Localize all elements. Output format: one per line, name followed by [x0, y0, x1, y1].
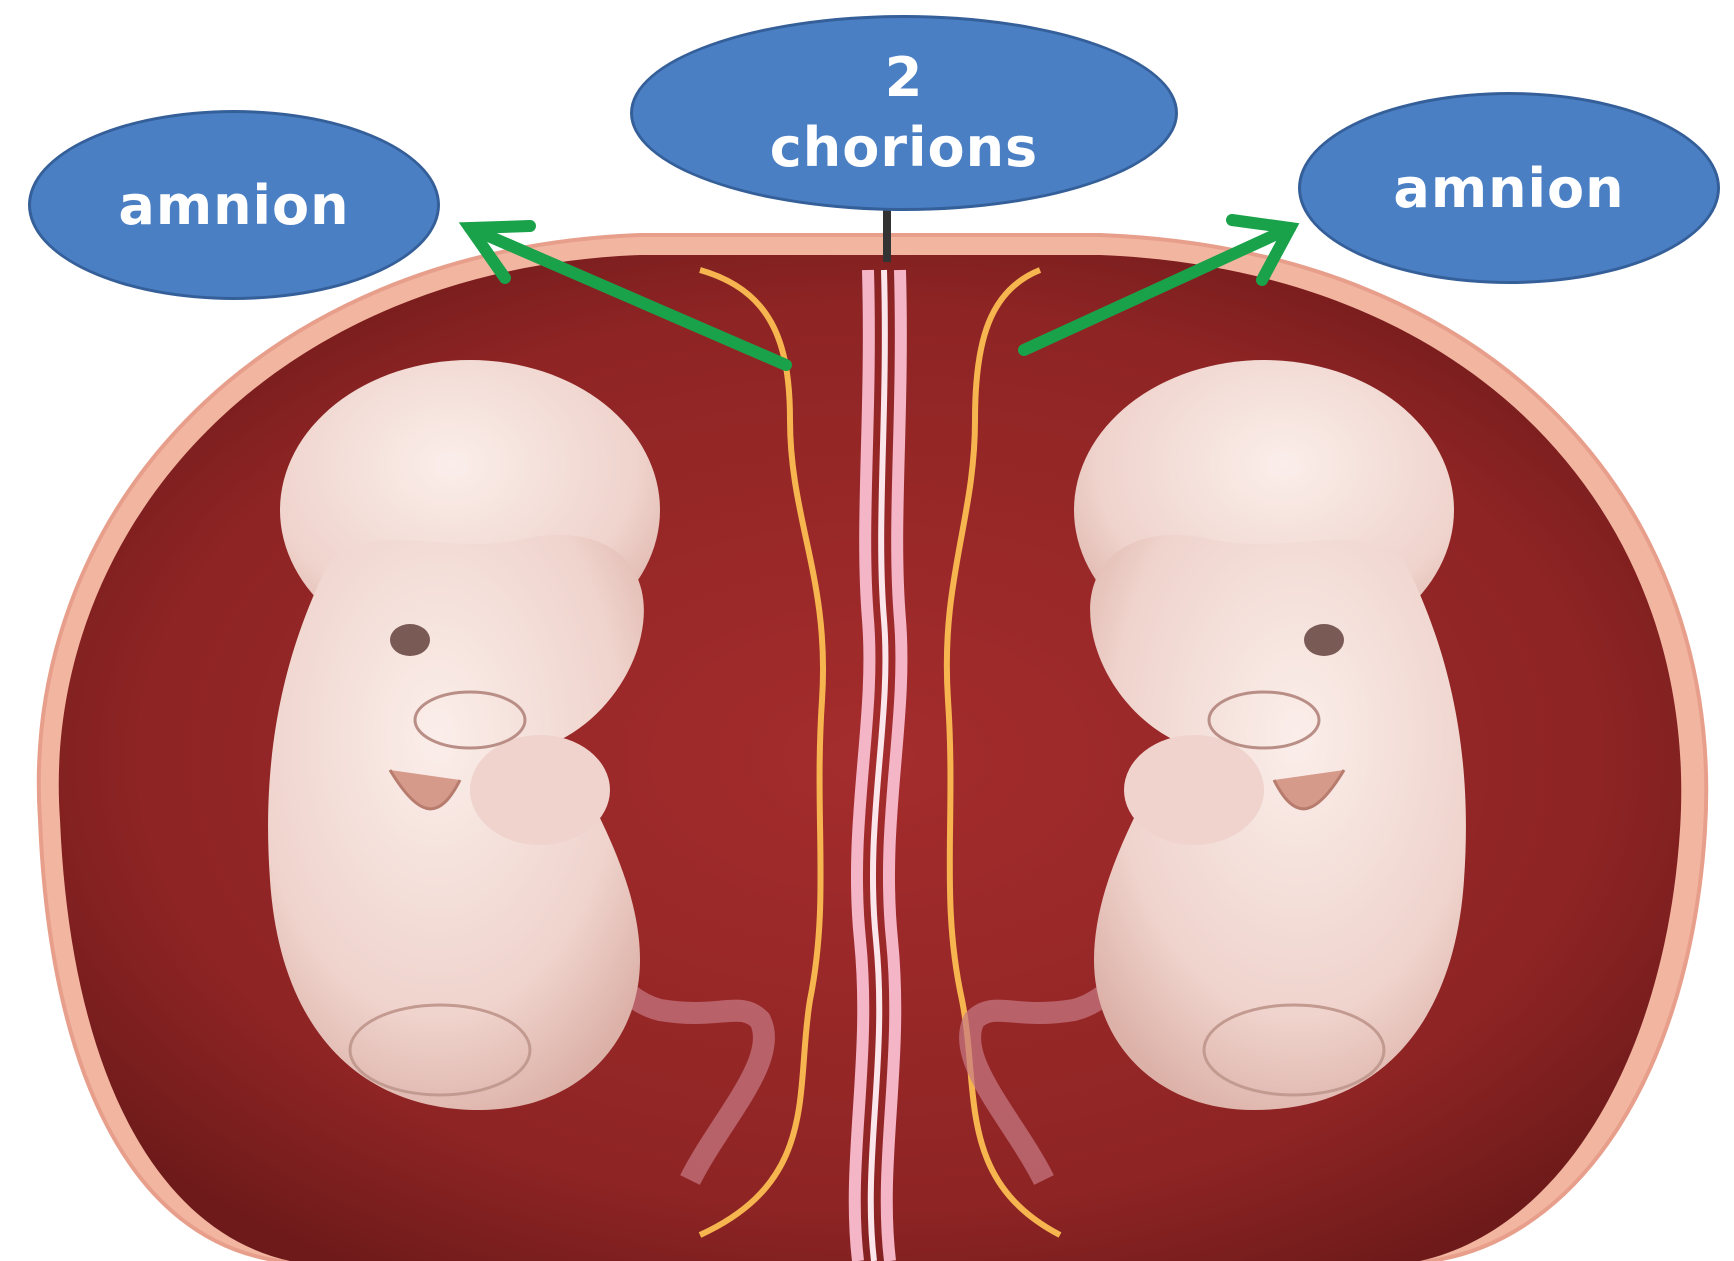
amnion-label-left: amnion — [28, 110, 440, 300]
amnion-label-left-text: amnion — [118, 174, 349, 237]
amnion-label-right: amnion — [1298, 92, 1720, 284]
chorions-word-text: chorions — [770, 113, 1038, 183]
chorions-count-text: 2 — [885, 43, 924, 113]
amnion-label-right-text: amnion — [1393, 157, 1624, 220]
chorions-label: 2 chorions — [630, 15, 1178, 211]
